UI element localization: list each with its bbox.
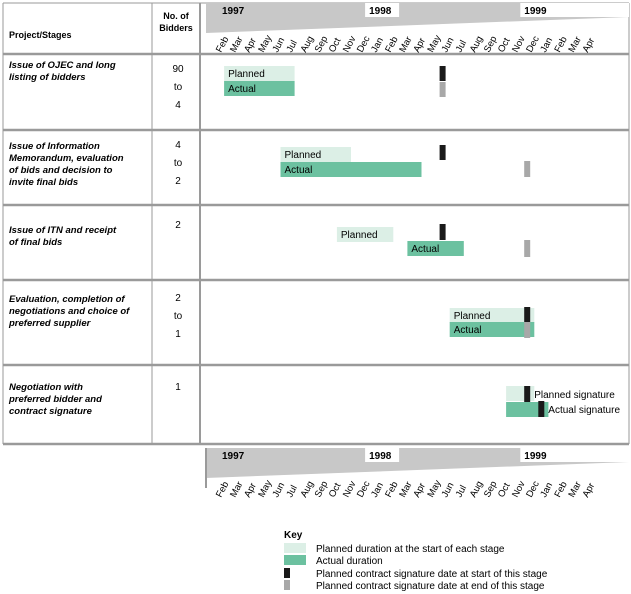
signature-end-marker (524, 240, 531, 257)
actual-bar-label: Actual (454, 325, 482, 336)
month-tick-label-top: Jul (284, 39, 299, 55)
actual-bar (407, 241, 464, 256)
key-swatch-sig_start (284, 568, 290, 578)
stage-label: negotiations and choice of (9, 306, 130, 317)
signature-start-marker (439, 145, 446, 160)
year-notch-top (520, 3, 555, 17)
planned-bar (336, 227, 394, 242)
stage-label: listing of bidders (9, 72, 86, 83)
key-swatch-actual (284, 555, 306, 565)
stage-column-header: Project/Stages (9, 30, 72, 40)
bidders-count: 1 (175, 329, 181, 340)
year-label-top: 1999 (524, 6, 547, 17)
bidders-count: 4 (175, 100, 181, 111)
actual-bar (449, 322, 535, 337)
key-label: Planned contract signature date at start… (316, 569, 548, 580)
planned-bar (224, 66, 295, 81)
planned-bar (449, 308, 535, 323)
stage-label: Evaluation, completion of (9, 294, 125, 305)
year-notch-top (365, 3, 400, 17)
bidders-count: to (174, 82, 183, 93)
signature-end-marker (524, 322, 531, 338)
planned-bar (280, 147, 351, 162)
actual-bar-label: Actual (285, 165, 313, 176)
year-label-top: 1998 (369, 6, 392, 17)
key-title: Key (284, 530, 303, 541)
planned-bar-label: Planned (341, 230, 378, 241)
key-label: Actual duration (316, 556, 383, 567)
actual-bar (506, 402, 549, 417)
actual-bar-label: Actual (228, 84, 256, 95)
key-swatch-planned (284, 543, 306, 553)
year-notch-bottom (520, 448, 555, 462)
bidders-count: 1 (175, 382, 181, 393)
stage-label: of bids and decision to (9, 165, 113, 176)
bidders-count: 2 (175, 220, 181, 231)
stage-label: Issue of OJEC and long (9, 60, 116, 71)
bidders-count: to (174, 311, 183, 322)
signature-end-marker (538, 401, 545, 417)
stage-label: contract signature (9, 406, 93, 417)
bidders-count: 4 (175, 140, 181, 151)
year-notch-bottom (365, 448, 400, 462)
bidders-count: 2 (175, 176, 181, 187)
signature-end-label: Actual signature (548, 405, 620, 416)
stage-label: Issue of Information (9, 141, 100, 152)
signature-start-marker (439, 224, 446, 240)
actual-bar (224, 81, 295, 96)
planned-bar-label: Planned (285, 150, 322, 161)
stage-label: invite final bids (9, 177, 78, 188)
key-label: Planned contract signature date at end o… (316, 581, 545, 592)
stage-label: of final bids (9, 237, 62, 248)
signature-start-marker (524, 386, 531, 402)
month-tick-label-top: Jul (454, 39, 469, 55)
stage-label: Issue of ITN and receipt (9, 225, 117, 236)
bidders-column-header-line1: No. of (163, 11, 189, 21)
planned-bar-label: Planned (228, 69, 265, 80)
signature-start-label: Planned signature (534, 390, 615, 401)
month-tick-label-bottom: Jul (454, 484, 469, 500)
stage-label: preferred bidder and (8, 394, 102, 405)
signature-end-marker (439, 82, 446, 97)
stage-label: Negotiation with (9, 382, 83, 393)
stage-label: preferred supplier (8, 318, 92, 329)
signature-start-marker (439, 66, 446, 81)
key-swatch-sig_end (284, 580, 290, 590)
bidders-column-header-line2: Bidders (159, 23, 193, 33)
stage-label: Memorandum, evaluation (9, 153, 124, 164)
planned-bar-label: Planned (454, 311, 491, 322)
year-label-top: 1997 (222, 6, 245, 17)
signature-start-marker (524, 307, 531, 322)
bidders-count: 90 (172, 64, 184, 75)
key-label: Planned duration at the start of each st… (316, 544, 505, 555)
month-tick-label-bottom: Jul (284, 484, 299, 500)
bidders-count: to (174, 158, 183, 169)
actual-bar-label: Actual (411, 244, 439, 255)
year-label-bottom: 1997 (222, 451, 245, 462)
bidders-count: 2 (175, 293, 181, 304)
actual-bar (280, 162, 422, 177)
year-tail-bottom (552, 448, 629, 462)
year-label-bottom: 1998 (369, 451, 392, 462)
signature-end-marker (524, 161, 531, 177)
year-label-bottom: 1999 (524, 451, 547, 462)
year-tail-top (552, 3, 629, 17)
